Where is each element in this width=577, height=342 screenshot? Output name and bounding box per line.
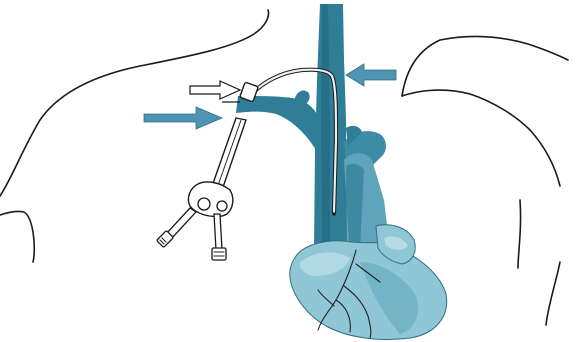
great-vessels — [236, 4, 390, 260]
superior-vena-cava — [314, 4, 347, 250]
entry-point-arrow — [190, 81, 240, 99]
insertion-site-arrow — [144, 107, 222, 129]
catheter-tip-arrow — [346, 64, 396, 86]
body-outline — [0, 10, 568, 325]
subclavian-vein — [236, 96, 318, 150]
